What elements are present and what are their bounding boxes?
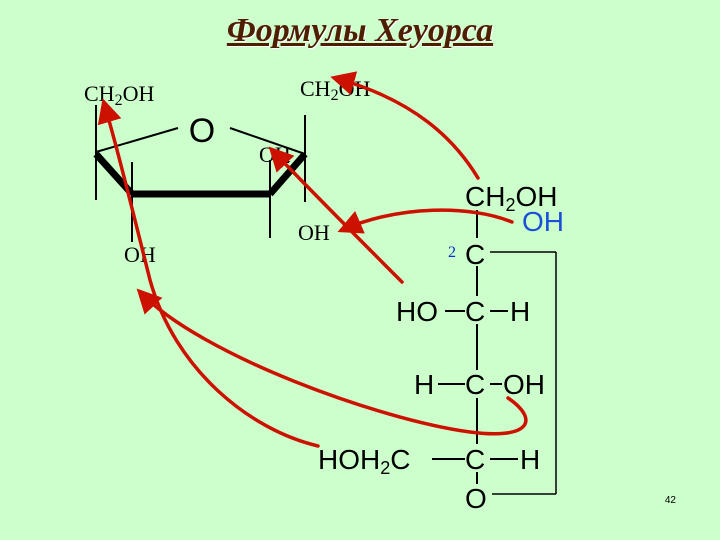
fischer-row4-right: OH [503,369,545,400]
fischer-ring-o: O [465,483,487,514]
fischer-row3-left: HO [396,296,438,327]
haworth-ring [93,105,308,242]
fischer-projection [432,210,557,495]
ring-bond-c1-o [95,127,179,153]
fischer-top-ch2oh: CH2OH [465,181,557,215]
arrow-oh-to-c3 [337,208,514,234]
arrow-ho-to-c4 [268,146,404,284]
fischer-row4-left: H [414,369,434,400]
fischer-row5-left: HOH2C [318,444,410,478]
fischer-blue-oh: OH [522,206,564,237]
c4-top-ch2oh: CH2OH [300,76,370,104]
fischer-c2: C [465,239,485,270]
fischer-row5-c: C [465,444,485,475]
page-number: 42 [664,495,676,506]
arrow-oh-to-c2 [136,288,528,436]
c3-bottom-oh: OH [298,220,330,245]
fischer-row3-right: H [510,296,530,327]
ring-bond-c3-c4 [267,151,308,197]
ring-oxygen: O [189,112,215,150]
correspondence-arrows [97,71,528,448]
slide-title: Формулы Хеуорса [226,12,494,49]
fischer-row3-c: C [465,296,485,327]
c1-top-ch2oh: CH2OH [84,81,154,109]
fischer-row4-c: C [465,369,485,400]
arrow-ch2oh-to-top [330,71,480,180]
fischer-carbon-number: 2 [448,244,456,261]
arrow-hoh2c-to-c1 [97,98,320,448]
fischer-row5-right: H [520,444,540,475]
